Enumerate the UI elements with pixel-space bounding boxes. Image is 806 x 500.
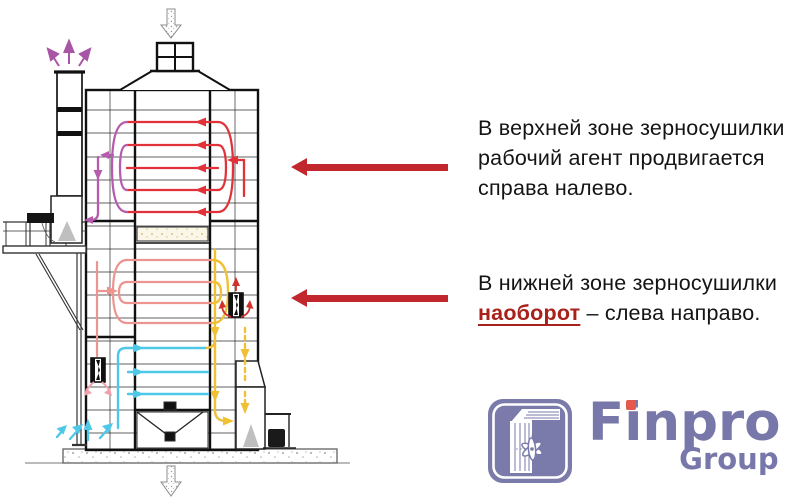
note-upper-zone: В верхней зоне зерносушилки рабочий аген… [478,113,806,203]
exhaust-flow-purple [84,120,129,224]
note-upper-line2: рабочий агент продвигается [478,146,765,170]
grain-dryer-diagram [2,8,448,497]
note-upper-line3: справа налево. [478,176,634,200]
note-highlight: наоборот [478,301,581,325]
finpro-logo-text: Finpro Group [588,392,781,476]
note-lower-zone: В нижней зоне зерносушилки наоборот – сл… [478,268,806,328]
logo-name: Finpro [588,392,781,453]
recirculation-flow-yellow [203,248,250,426]
note-lower-rest: – слева направо. [580,301,761,325]
fan-icon-left [84,357,112,396]
chimney [46,38,92,197]
cyclone-housing [27,195,83,246]
exhaust-top-arrows [46,38,92,67]
lower-zone-flow-cyan [55,343,210,442]
note-lower-line1: В нижней зоне зерносушилки [478,271,778,295]
logo-subname: Group [679,442,779,476]
note-lower-line2: наоборот – слева направо. [478,298,806,328]
note-upper-line1: В верхней зоне зерносушилки [478,116,785,140]
fan-icon-right [218,277,254,318]
upper-zone-flow-red [125,117,246,217]
grain-inlet [119,8,231,91]
finpro-logo: Finpro Group [486,392,781,485]
middle-zone-flow-pink [95,258,215,358]
platform [2,221,87,447]
grain-inlet-arrow [159,8,183,39]
tower-structure [84,88,260,452]
callout-arrow-lower [291,289,448,307]
logo-i-dot [626,400,636,410]
ground [25,448,350,464]
finpro-logo-icon [488,399,572,483]
callout-arrow-upper [291,158,448,176]
grain-outlet-arrow [160,465,182,497]
